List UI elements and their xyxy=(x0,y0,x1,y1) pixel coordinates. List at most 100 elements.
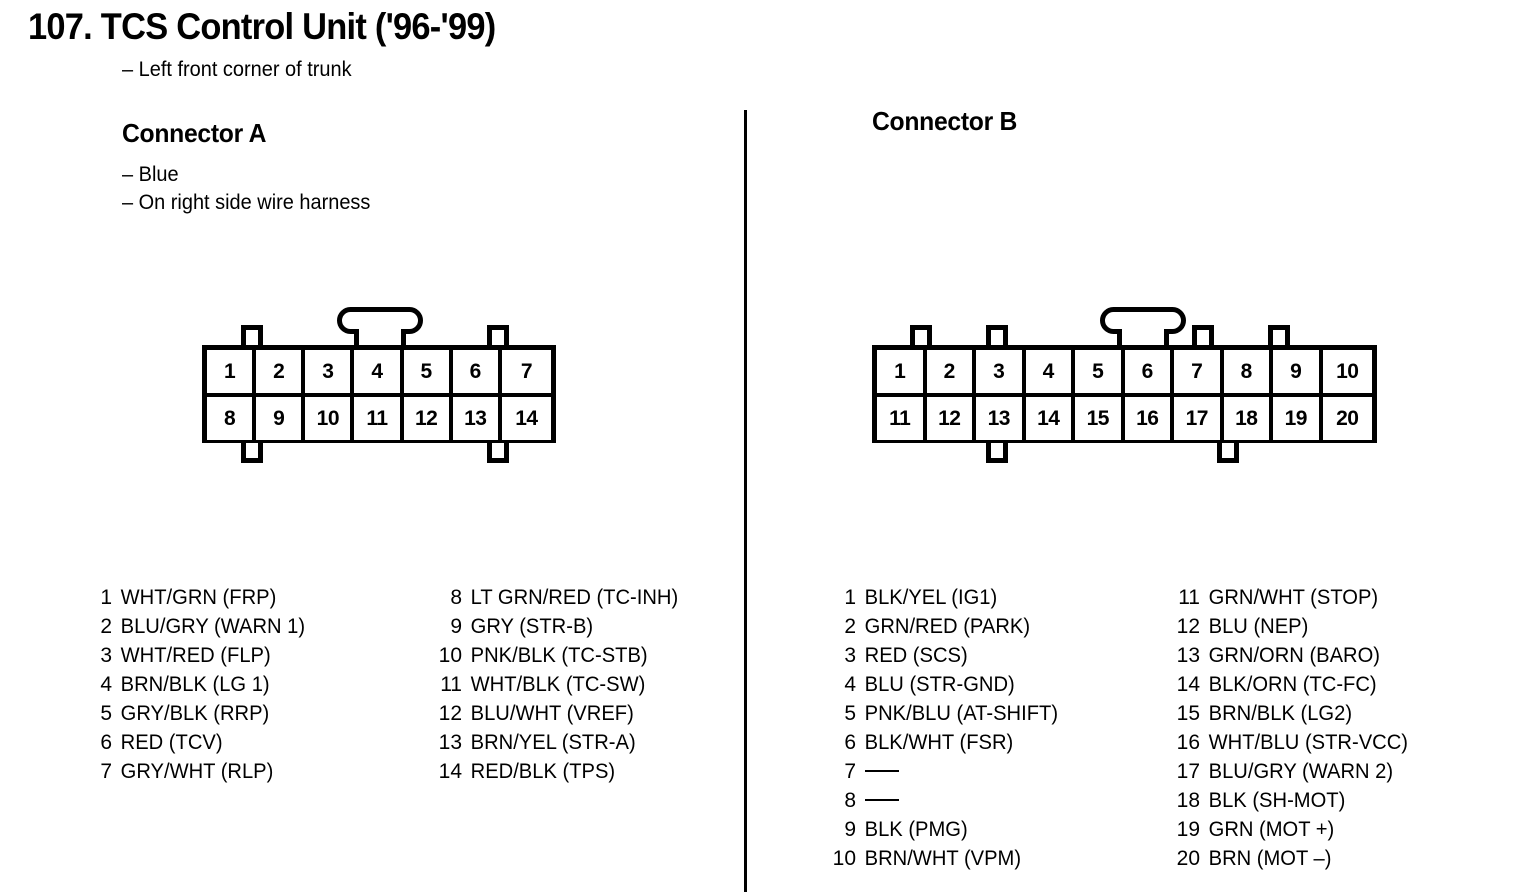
connector-b-title: Connector B xyxy=(872,106,1018,136)
connector-a-title: Connector A xyxy=(122,118,267,148)
connector-a-number-11: 11 xyxy=(440,673,462,696)
connector-a-number-5: 5 xyxy=(100,702,112,725)
connector-b-label-3: RED (SCS) xyxy=(864,644,968,667)
connector-b-label-17: BLU/GRY (WARN 2) xyxy=(1208,760,1394,783)
connector-a-pin-1: 1 xyxy=(207,350,257,393)
section-divider xyxy=(744,110,747,892)
connector-b-unused-8 xyxy=(865,799,899,801)
connector-a-number-4: 4 xyxy=(100,673,112,696)
connector-b-pin-10: 10 xyxy=(1322,350,1372,393)
connector-b-number-9: 9 xyxy=(844,818,856,841)
connector-a-label-2: BLU/GRY (WARN 1) xyxy=(120,615,306,638)
connector-a-pin-8: 8 xyxy=(207,397,257,440)
connector-b-number-12: 12 xyxy=(1176,615,1200,638)
page-title: 107. TCS Control Unit ('96-'99) xyxy=(28,6,496,47)
connector-a-number-7: 7 xyxy=(100,760,112,783)
connector-b-row-13: 13 GRN/ORN (BARO) xyxy=(1166,644,1417,673)
connector-a-pin-13: 13 xyxy=(452,397,502,440)
connector-b-pin-19: 19 xyxy=(1273,397,1323,440)
connector-b-label-10: BRN/WHT (VPM) xyxy=(864,847,1022,870)
connector-a-pin-10: 10 xyxy=(305,397,355,440)
connector-a-label-4: BRN/BLK (LG 1) xyxy=(120,673,270,696)
connector-b-label-16: WHT/BLU (STR-VCC) xyxy=(1208,731,1408,754)
connector-b-label-13: GRN/ORN (BARO) xyxy=(1208,644,1380,667)
connector-a-pin-5: 5 xyxy=(403,350,453,393)
connector-a-label-5: GRY/BLK (RRP) xyxy=(120,702,270,725)
connector-a-row-11: 11 WHT/BLK (TC-SW) xyxy=(428,673,687,702)
connector-a-pin-3: 3 xyxy=(305,350,355,393)
connector-b-tab-top-3 xyxy=(1192,325,1214,345)
connector-a-number-2: 2 xyxy=(100,615,112,638)
connector-a-label-3: WHT/RED (FLP) xyxy=(120,644,271,667)
connector-a-tab-top-left xyxy=(241,325,263,345)
connector-b-pin-16: 16 xyxy=(1124,397,1174,440)
connector-b-pin-17: 17 xyxy=(1174,397,1224,440)
connector-a-pin-12: 12 xyxy=(403,397,453,440)
connector-b-number-7: 7 xyxy=(844,760,856,783)
connector-b-number-1: 1 xyxy=(844,586,856,609)
connector-b-label-15: BRN/BLK (LG2) xyxy=(1208,702,1353,725)
connector-b-label-4: BLU (STR-GND) xyxy=(864,673,1015,696)
connector-a-number-14: 14 xyxy=(438,760,462,783)
connector-b-number-6: 6 xyxy=(844,731,856,754)
connector-b-pin-14: 14 xyxy=(1025,397,1075,440)
connector-a-label-11: WHT/BLK (TC-SW) xyxy=(470,673,646,696)
connector-a-number-10: 10 xyxy=(438,644,462,667)
connector-a-label-10: PNK/BLK (TC-STB) xyxy=(470,644,648,667)
connector-b-pin-4: 4 xyxy=(1025,350,1075,393)
connector-b-row-8: 8 xyxy=(822,789,1066,818)
connector-a-bullet-harness: – On right side wire harness xyxy=(122,191,371,214)
connector-b-pin-12: 12 xyxy=(926,397,976,440)
connector-a-pin-11: 11 xyxy=(354,397,404,440)
connector-a-tab-top-right xyxy=(487,325,509,345)
connector-b-number-18: 18 xyxy=(1176,789,1200,812)
connector-b-pin-7: 7 xyxy=(1174,350,1224,393)
connector-a-pin-7: 7 xyxy=(501,350,551,393)
connector-b-tab-top-4 xyxy=(1268,325,1290,345)
connector-b-row-12: 12 BLU (NEP) xyxy=(1166,615,1417,644)
page-subtitle: – Left front corner of trunk xyxy=(122,58,352,81)
connector-b-pin-18: 18 xyxy=(1223,397,1273,440)
connector-b-pin-2: 2 xyxy=(926,350,976,393)
connector-a-label-13: BRN/YEL (STR-A) xyxy=(470,731,636,754)
connector-b-number-5: 5 xyxy=(844,702,856,725)
connector-b-label-12: BLU (NEP) xyxy=(1208,615,1309,638)
connector-a-pin-4: 4 xyxy=(354,350,404,393)
connector-a-label-12: BLU/WHT (VREF) xyxy=(470,702,634,725)
connector-a-pin-9: 9 xyxy=(256,397,306,440)
connector-b-pin-15: 15 xyxy=(1075,397,1125,440)
connector-a-label-6: RED (TCV) xyxy=(120,731,223,754)
connector-b-number-13: 13 xyxy=(1176,644,1200,667)
connector-b-number-19: 19 xyxy=(1176,818,1200,841)
connector-b-label-6: BLK/WHT (FSR) xyxy=(864,731,1014,754)
connector-b-pin-13: 13 xyxy=(976,397,1026,440)
connector-a-bullet-color: – Blue xyxy=(122,163,179,186)
connector-b-unused-7 xyxy=(865,770,899,772)
